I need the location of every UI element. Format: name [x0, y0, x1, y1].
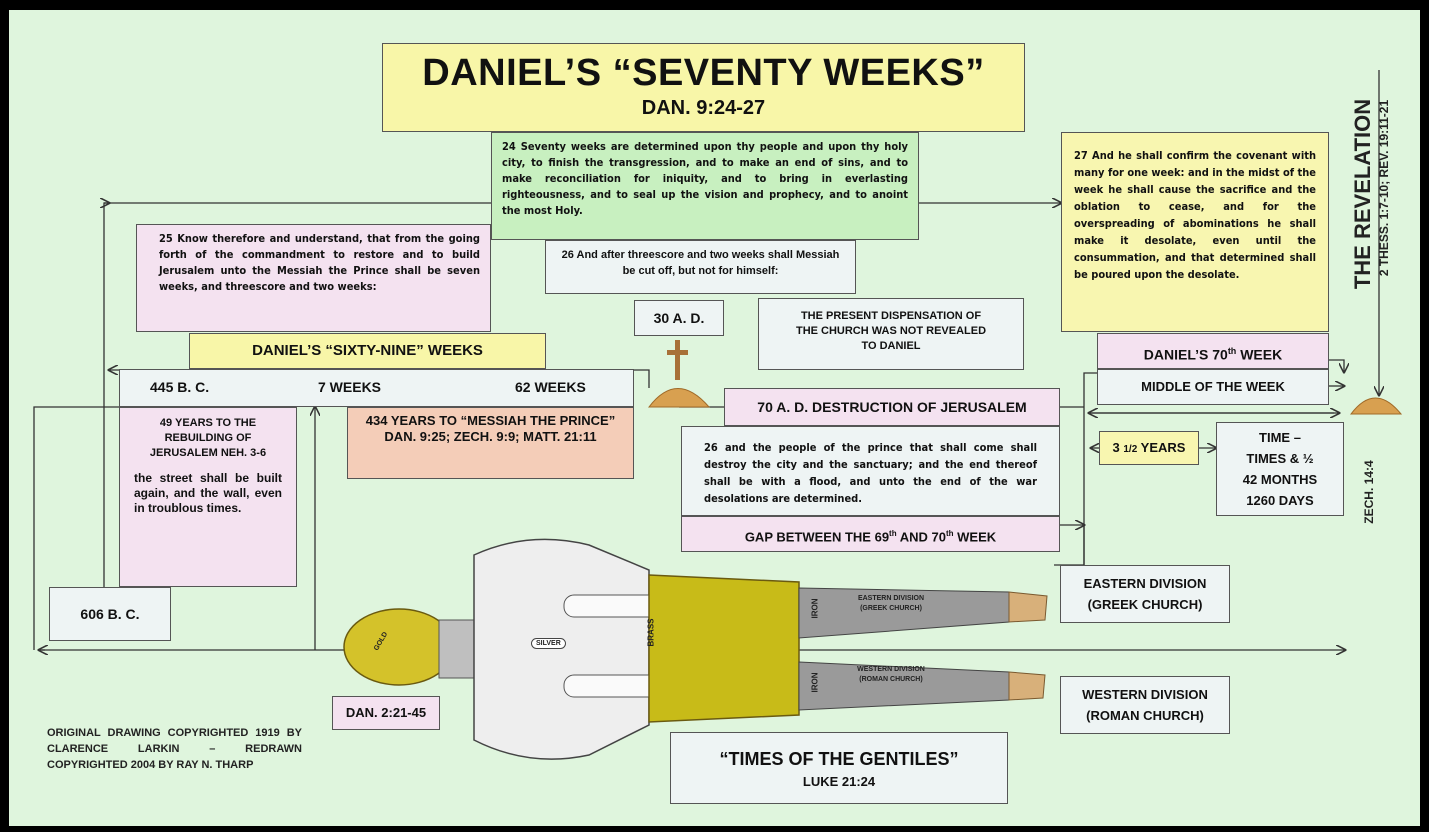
western-division-box: WESTERN DIVISION (ROMAN CHURCH)	[1060, 676, 1230, 734]
middle-of-week-label: MIDDLE OF THE WEEK	[1097, 369, 1329, 405]
bc445-label: 445 B. C.	[150, 379, 209, 395]
ad70-label: 70 A. D. DESTRUCTION OF JERUSALEM	[724, 388, 1060, 426]
times-of-gentiles-ref: LUKE 21:24	[671, 774, 1007, 789]
three-half-post: YEARS	[1137, 440, 1185, 455]
verse-25-box: 25 Know therefore and understand, that f…	[136, 224, 491, 332]
seventieth-week-text: DANIEL’S 70	[1144, 347, 1228, 363]
verse-25-text: 25 Know therefore and understand, that f…	[159, 232, 480, 293]
gap-label: GAP BETWEEN THE 69th AND 70th WEEK	[681, 516, 1060, 552]
verse-27-box: 27 And he shall confirm the covenant wit…	[1061, 132, 1329, 332]
weeks-bar: 445 B. C. 7 WEEKS 62 WEEKS	[119, 369, 634, 407]
title-box: DANIEL’S “SEVENTY WEEKS” DAN. 9:24-27	[382, 43, 1025, 132]
diagram-canvas: DANIEL’S “SEVENTY WEEKS” DAN. 9:24-27 24…	[9, 10, 1420, 826]
verse-27-text: 27 And he shall confirm the covenant wit…	[1074, 149, 1316, 281]
statue-eastern-label: EASTERN DIVISION (GREEK CHURCH)	[841, 594, 941, 614]
three-half-pre: 3	[1113, 440, 1124, 455]
times-of-gentiles-box: “TIMES OF THE GENTILES” LUKE 21:24	[670, 732, 1008, 804]
eastern-division-box: EASTERN DIVISION (GREEK CHURCH)	[1060, 565, 1230, 623]
time-times-box: TIME – TIMES & ½ 42 MONTHS 1260 DAYS	[1216, 422, 1344, 516]
gap-sup-2: th	[946, 529, 954, 538]
statue-silver-label: SILVER	[531, 638, 566, 649]
statue-brass-label: BRASS	[647, 618, 656, 646]
title-reference: DAN. 9:24-27	[383, 97, 1024, 120]
gap-text-b: AND 70	[897, 529, 946, 544]
statue-eastern-line2: (GREEK CHURCH)	[841, 604, 941, 614]
zech-label: ZECH. 14:4	[1361, 447, 1377, 537]
verse-26b-box: 26 and the people of the prince that sha…	[681, 426, 1060, 516]
ad30-label: 30 A. D.	[634, 300, 724, 336]
seventieth-week-suffix: WEEK	[1236, 347, 1282, 363]
main-title: DANIEL’S “SEVENTY WEEKS”	[383, 52, 1024, 95]
dan2-label: DAN. 2:21-45	[332, 696, 440, 730]
present-dispensation-box: THE PRESENT DISPENSATION OF THE CHURCH W…	[758, 298, 1024, 370]
statue-eastern-line1: EASTERN DIVISION	[841, 594, 941, 604]
statue-western-label: WESTERN DIVISION (ROMAN CHURCH)	[841, 665, 941, 685]
time-times-line4: 1260 DAYS	[1217, 490, 1343, 511]
eastern-division-line2: (GREEK CHURCH)	[1061, 594, 1229, 615]
sixty-two-weeks-label: 62 WEEKS	[515, 379, 586, 395]
four-thirty-four-years-box: 434 YEARS TO “MESSIAH THE PRINCE” DAN. 9…	[347, 407, 634, 479]
seventieth-week-label: DANIEL’S 70th WEEK	[1097, 333, 1329, 369]
gap-text-c: WEEK	[954, 529, 997, 544]
statue-western-line2: (ROMAN CHURCH)	[841, 675, 941, 685]
revelation-refs: 2 THESS. 1:7-10; REV. 19:11-21	[1376, 38, 1392, 338]
bc606-label: 606 B. C.	[49, 587, 171, 641]
verse-26a-box: 26 And after threescore and two weeks sh…	[545, 240, 856, 294]
gap-text-a: GAP BETWEEN THE 69	[745, 529, 889, 544]
verse-24-box: 24 Seventy weeks are determined upon thy…	[491, 132, 919, 240]
western-division-line1: WESTERN DIVISION	[1061, 684, 1229, 705]
western-division-line2: (ROMAN CHURCH)	[1061, 705, 1229, 726]
seven-weeks-label: 7 WEEKS	[318, 379, 381, 395]
time-times-line1: TIME –	[1217, 427, 1343, 448]
eastern-division-line1: EASTERN DIVISION	[1061, 573, 1229, 594]
copyright-text: ORIGINAL DRAWING COPYRIGHTED 1919 BY CLA…	[47, 725, 302, 773]
statue-western-line1: WESTERN DIVISION	[841, 665, 941, 675]
three-half-frac: 1/2	[1123, 444, 1137, 455]
time-times-line2: TIMES & ½	[1217, 448, 1343, 469]
revelation-label: THE REVELATION	[1349, 79, 1377, 309]
times-of-gentiles-title: “TIMES OF THE GENTILES”	[671, 749, 1007, 770]
verse-26a-text: 26 And after threescore and two weeks sh…	[562, 249, 840, 277]
verse-26b-text: 26 and the people of the prince that sha…	[704, 441, 1037, 505]
forty-nine-years-box: 49 YEARS TO THE REBUILDING OF JERUSALEM …	[119, 407, 297, 587]
four-thirty-four-years-text: 434 YEARS TO “MESSIAH THE PRINCE” DAN. 9…	[366, 413, 615, 444]
gap-sup-1: th	[889, 529, 897, 538]
sixty-nine-weeks-label: DANIEL’S “SIXTY-NINE” WEEKS	[189, 333, 546, 369]
forty-nine-years-title: 49 YEARS TO THE REBUILDING OF JERUSALEM …	[134, 416, 282, 461]
three-half-years-label: 3 1/2 YEARS	[1099, 431, 1199, 465]
verse-24-text: 24 Seventy weeks are determined upon thy…	[502, 140, 908, 217]
statue-iron-lower-label: IRON	[811, 673, 820, 693]
forty-nine-years-text: the street shall be built again, and the…	[134, 471, 282, 516]
present-dispensation-text: THE PRESENT DISPENSATION OF THE CHURCH W…	[796, 310, 986, 352]
statue-iron-upper-label: IRON	[811, 599, 820, 619]
time-times-line3: 42 MONTHS	[1217, 469, 1343, 490]
